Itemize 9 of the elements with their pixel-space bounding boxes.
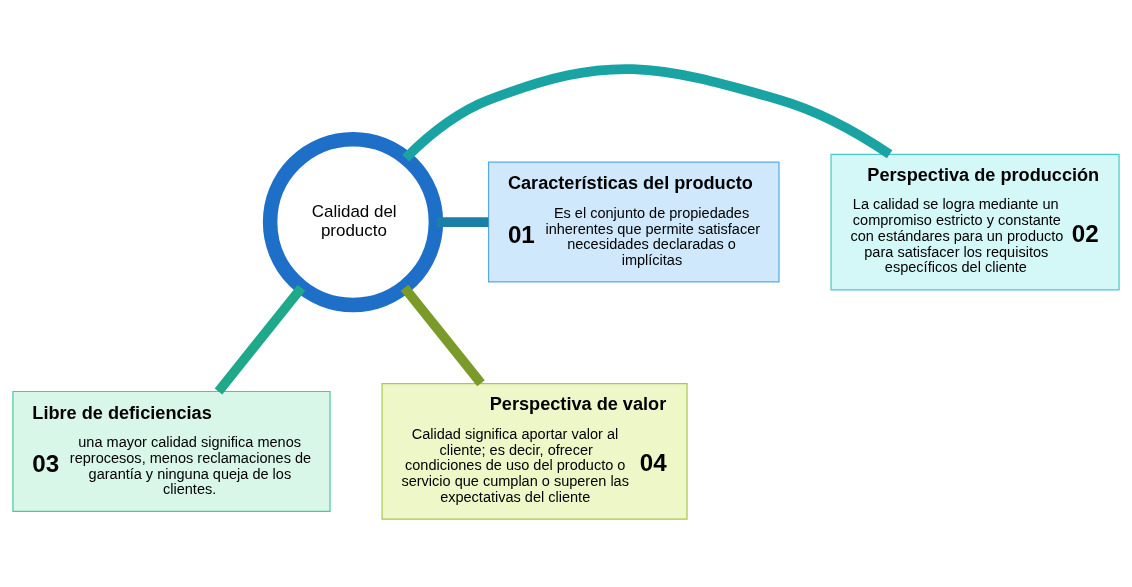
connector (400, 284, 485, 386)
connector (402, 63, 893, 162)
node-box: Libre de deficiencias 03 una mayor calidad significa menos reprocesos, menos reclamaciones de garantía y ninguna queja de los clientes. (12, 390, 331, 512)
connector (436, 216, 489, 227)
node-box: Perspectiva de valor Calidad significa aportar valor al cliente; es decir, ofrecer condiciones de uso del producto o servicio que cumplan o superen las expectativas del cliente 04 (381, 382, 688, 520)
node-circle: Calidad del producto (262, 131, 444, 312)
node-box: Perspectiva de producción La calidad se logra mediante un compromiso estricto y constante con estándares para un producto para satisfacer los requisitos específicos del cliente 02 (830, 153, 1120, 290)
node-box: Características del producto 01 Es el conjunto de propiedades inherentes que permite satisfacer necesidades declaradas o implícitas (487, 161, 780, 283)
connector (214, 284, 306, 394)
